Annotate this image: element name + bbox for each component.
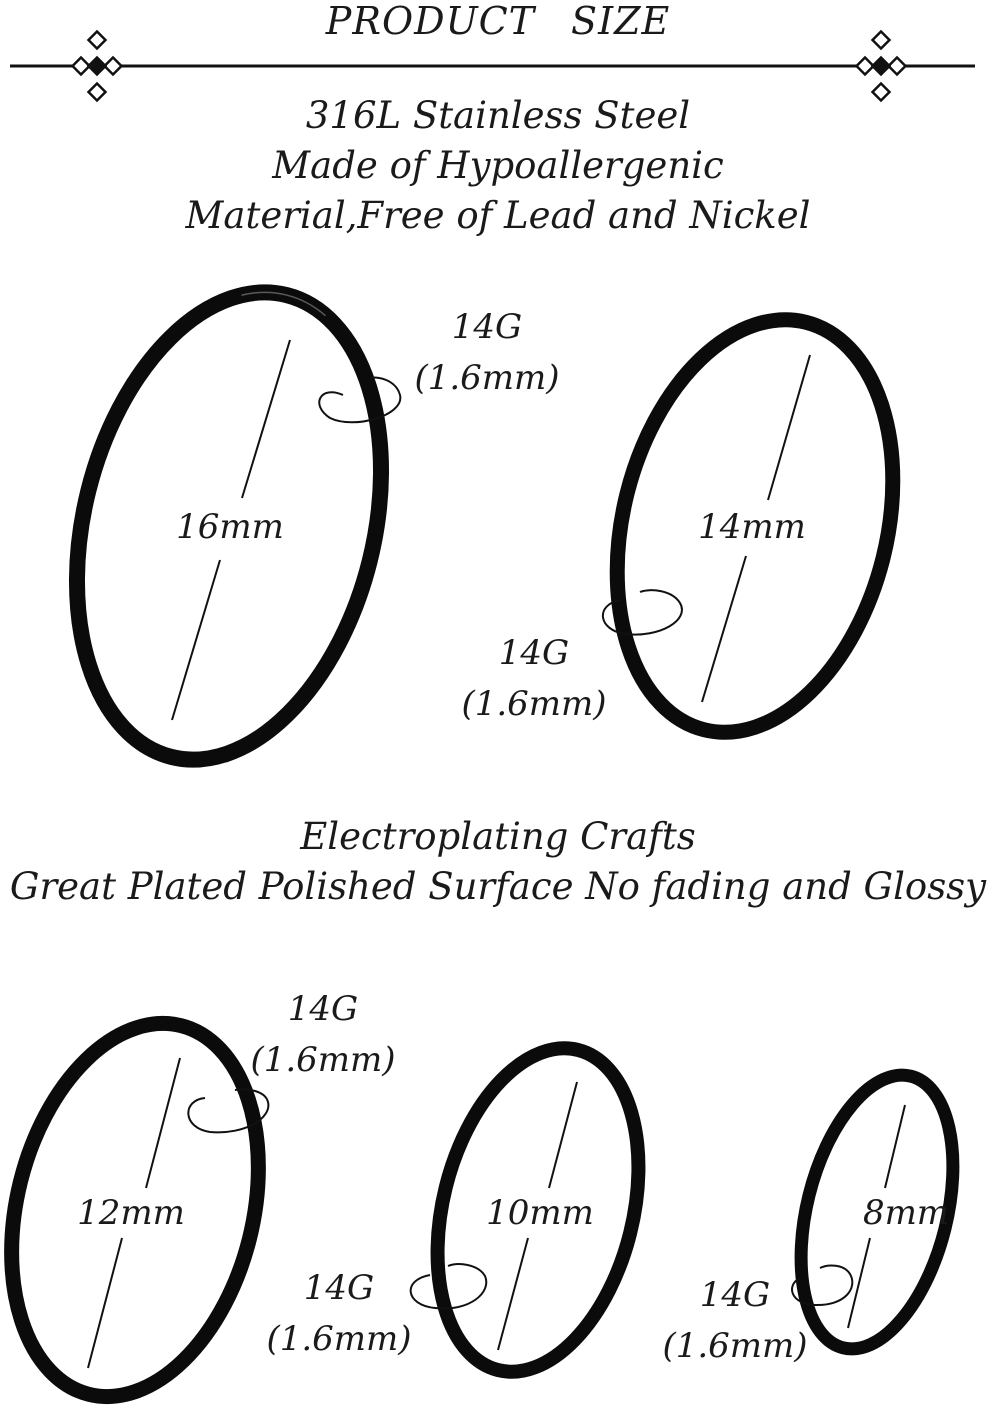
diameter-line-14mm (767, 354, 811, 501)
material-line-2: Made of Hypoallergenic (272, 144, 724, 187)
page-title: PRODUCT SIZE (0, 2, 996, 40)
gauge-loop-10mm (409, 1263, 488, 1310)
ring-12mm-diameter-label: 12mm (77, 1193, 185, 1233)
gauge-loop-14mm (601, 589, 683, 636)
ring-12mm-gauge-label: 14G (1.6mm) (250, 984, 395, 1086)
ring-14mm-gauge-label: 14G (1.6mm) (461, 628, 606, 730)
ring-10mm-gauge: 14G (303, 1268, 375, 1308)
ring-8mm-diameter-label: 8mm (862, 1193, 950, 1233)
ornament-right-icon (854, 29, 908, 103)
ring-8mm-graphic (791, 1068, 960, 1356)
ring-8mm-thickness: (1.6mm) (662, 1326, 808, 1366)
gauge-loop-8mm (791, 1264, 854, 1307)
ring-14mm-graphic (601, 312, 901, 740)
crafts-line-1: Electroplating Crafts (300, 815, 696, 858)
ring-16mm-graphic (68, 284, 402, 768)
diameter-line-8mm (884, 1104, 906, 1189)
ring-8mm-gauge-label: 14G (1.6mm) (662, 1270, 807, 1372)
ring-16mm-gauge-label: 14G (1.6mm) (414, 302, 559, 404)
title-word-product: PRODUCT (325, 0, 536, 43)
crafts-line-2: Great Plated Polished Surface No fading … (9, 865, 987, 908)
ring-10mm-graphic (409, 1041, 646, 1379)
gauge-loop-16mm (318, 376, 402, 424)
ring-14mm-diameter-label: 14mm (698, 507, 806, 547)
ring-10mm-thickness: (1.6mm) (266, 1319, 412, 1359)
ring-16mm-thickness: (1.6mm) (414, 358, 560, 398)
diameter-line-16mm (241, 339, 291, 499)
ring-12mm-graphic (4, 1015, 270, 1405)
ring-8mm-gauge: 14G (699, 1275, 771, 1315)
ring-10mm-diameter-label: 10mm (486, 1193, 594, 1233)
ring-10mm-gauge-label: 14G (1.6mm) (266, 1263, 411, 1365)
ring-12mm-gauge: 14G (287, 989, 359, 1029)
material-line-1: 316L Stainless Steel (305, 94, 691, 137)
title-word-size: SIZE (571, 0, 671, 43)
gauge-loop-12mm (187, 1088, 270, 1134)
ring-14mm-gauge: 14G (498, 633, 570, 673)
diameter-line-12mm (145, 1057, 181, 1189)
ring-16mm-gauge: 14G (451, 307, 523, 347)
ornament-left-icon (70, 29, 124, 103)
ring-16mm-diameter-label: 16mm (176, 507, 284, 547)
diameter-line-10mm (548, 1081, 578, 1189)
material-line-3: Material,Free of Lead and Nickel (185, 194, 811, 237)
ring-14mm-thickness: (1.6mm) (461, 684, 607, 724)
ring-12mm-thickness: (1.6mm) (250, 1040, 396, 1080)
